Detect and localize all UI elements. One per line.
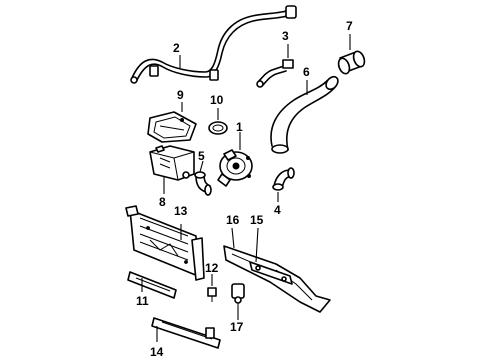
part-1-water-pump xyxy=(217,149,253,187)
callout-3: 3 xyxy=(282,29,289,43)
callout-7: 7 xyxy=(346,19,353,33)
part-4-lower-hose xyxy=(272,167,295,191)
callout-6: 6 xyxy=(303,65,310,79)
callout-9: 9 xyxy=(177,88,184,102)
part-3-pipe xyxy=(256,59,294,88)
callout-1: 1 xyxy=(236,120,243,134)
callout-11: 11 xyxy=(136,294,149,308)
part-5-bypass-hose xyxy=(194,171,212,196)
callout-12: 12 xyxy=(205,261,219,275)
part-7-hose-coupling xyxy=(337,50,366,75)
callout-8: 8 xyxy=(159,195,166,209)
callout-15: 15 xyxy=(250,213,264,227)
callout-10: 10 xyxy=(210,93,224,107)
part-14-support-bracket xyxy=(151,317,221,349)
callout-14: 14 xyxy=(150,345,164,359)
part-10-seal-ring xyxy=(208,121,228,135)
part-13-radiator xyxy=(125,205,205,281)
part-12-clip xyxy=(207,287,217,302)
callout-5: 5 xyxy=(198,149,205,163)
callout-4: 4 xyxy=(274,203,281,217)
callout-13: 13 xyxy=(174,204,188,218)
part-2-hose-assembly xyxy=(130,5,297,84)
part-6-radiator-hose xyxy=(270,75,339,154)
callout-2: 2 xyxy=(173,41,180,55)
callout-16: 16 xyxy=(226,213,240,227)
part-17-drain-valve xyxy=(231,283,245,310)
part-8-coolant-reservoir xyxy=(149,145,195,181)
part-15-bracket xyxy=(249,261,293,285)
part-9-housing xyxy=(147,111,197,143)
callout-17: 17 xyxy=(230,320,244,334)
